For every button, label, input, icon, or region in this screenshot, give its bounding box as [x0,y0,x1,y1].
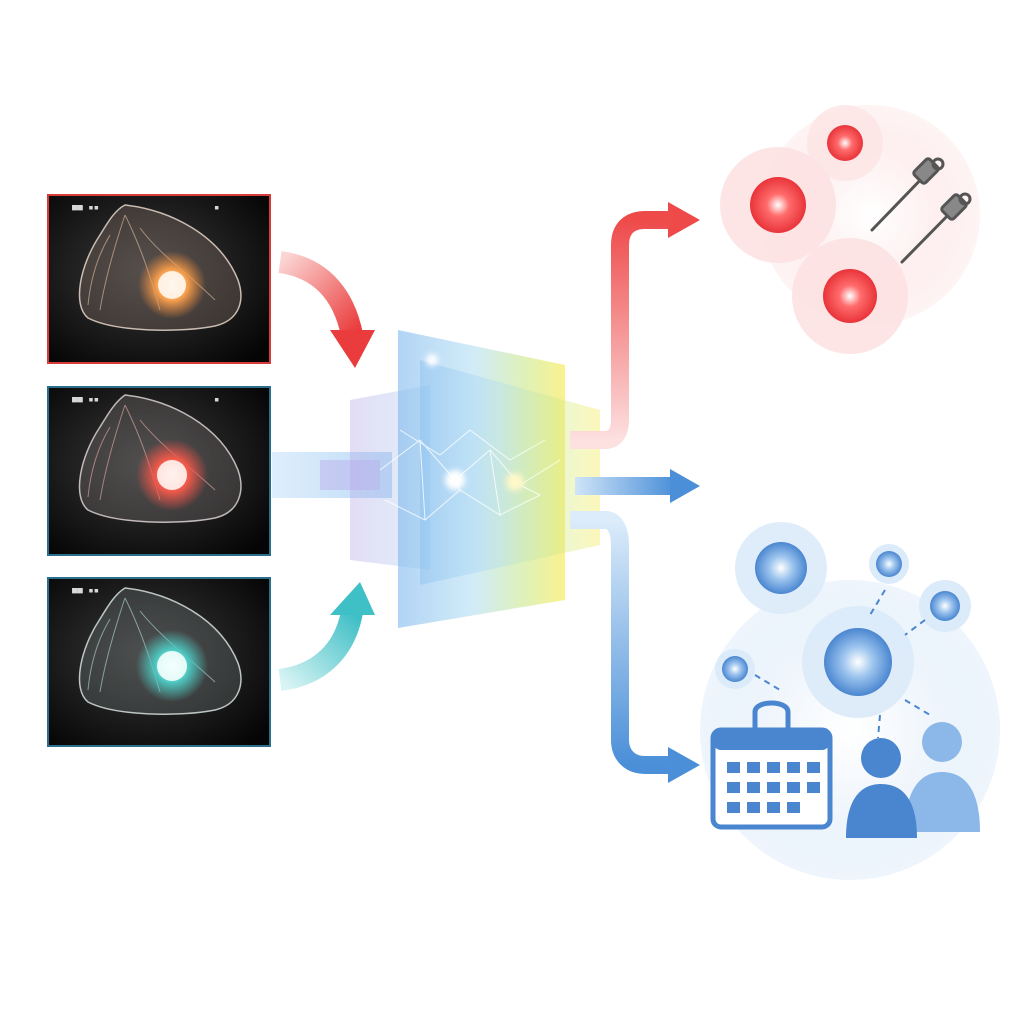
output-arrow-biopsy [570,202,700,449]
biopsy-needle-icon [870,157,945,232]
lesion-icon [823,269,877,323]
lesion-icon [750,177,806,233]
scan-label: ■■ ▪▪ [72,203,99,213]
mammogram-scan-3: ■■ ▪▪ [47,577,271,747]
lesion-icon [715,649,755,689]
calendar-icon [710,700,833,830]
lesion-icon [735,522,827,614]
mammogram-scan-2: ■■ ▪▪ ▪ [47,386,271,556]
patients-icon [846,722,980,838]
lesion-icon [827,125,863,161]
scan-label: ■■ ▪▪ [72,395,99,405]
biopsy-needle-icon [900,192,972,264]
mammogram-scan-1: ■■ ▪▪ ▪ [47,194,271,364]
output-arrow-follow-up [570,511,700,783]
lesion-icon [802,606,914,718]
biopsy-recommendation-cluster [720,105,980,354]
lesion-icon [919,580,971,632]
lesion-icon [869,544,909,584]
input-arrow-teal [278,582,375,691]
scan-marker-icon: ▪ [214,203,219,213]
ai-analysis-prism [350,330,600,628]
output-arrow-middle [575,469,700,503]
connection-lines [754,589,931,739]
scan-label: ■■ ▪▪ [72,586,99,596]
follow-up-cluster [700,522,1000,880]
input-arrow-red [278,251,375,368]
scan-marker-icon: ▪ [214,395,219,405]
